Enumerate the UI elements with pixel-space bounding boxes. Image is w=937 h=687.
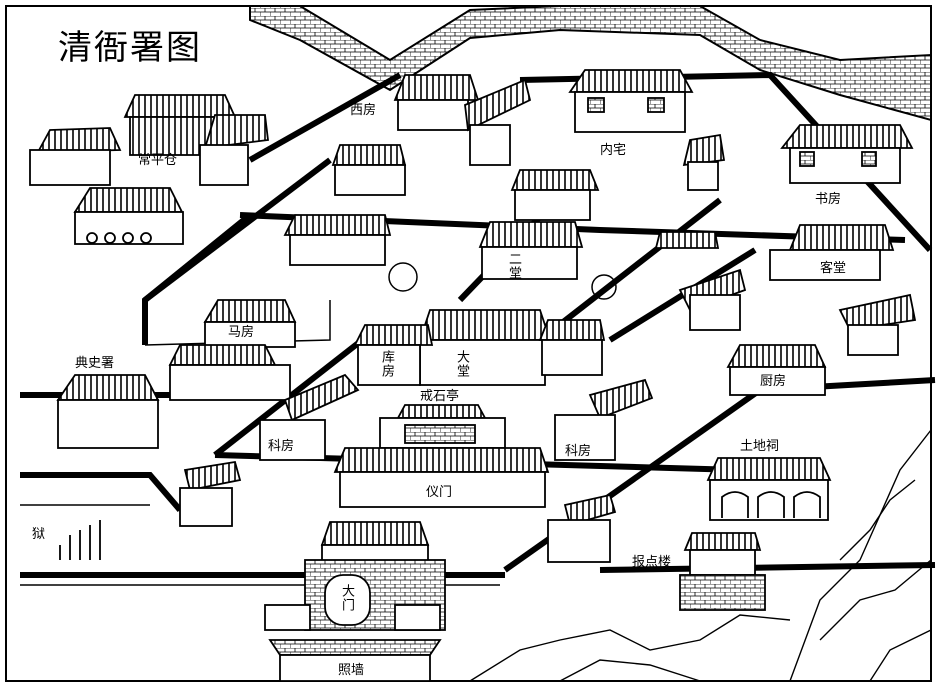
label-inner-residence: 内宅 <box>600 143 627 158</box>
label-main-hall: 大堂 <box>454 350 469 378</box>
label-keh-room-west: 科房 <box>268 439 295 454</box>
label-screen-wall: 照墙 <box>338 663 365 678</box>
label-kitchen: 厨房 <box>760 374 787 389</box>
label-storehouse: 库房 <box>379 350 394 378</box>
label-west-room: 西房 <box>350 103 377 118</box>
label-changping-granary: 常平仓 <box>138 153 178 168</box>
label-ceremonial-gate: 仪门 <box>426 485 453 500</box>
city-wall <box>249 5 932 122</box>
label-earth-god-shrine: 土地祠 <box>740 439 780 454</box>
label-prison: 狱 <box>32 527 46 542</box>
buildings <box>29 69 917 682</box>
label-horse-stable: 马房 <box>228 325 255 340</box>
label-second-hall: 二堂 <box>506 252 521 280</box>
label-keh-room-east: 科房 <box>565 444 592 459</box>
label-reception-hall: 客堂 <box>820 261 847 276</box>
label-study: 书房 <box>815 192 842 207</box>
mountains <box>469 429 932 682</box>
label-dianshi-office: 典史署 <box>75 356 115 371</box>
label-jieshi-pavilion: 戒石亭 <box>420 389 460 404</box>
label-main-gate: 大门 <box>339 584 354 612</box>
map-frame <box>5 5 932 682</box>
label-drum-tower: 报点楼 <box>632 555 672 570</box>
map-title: 清衙署图 <box>58 28 202 68</box>
